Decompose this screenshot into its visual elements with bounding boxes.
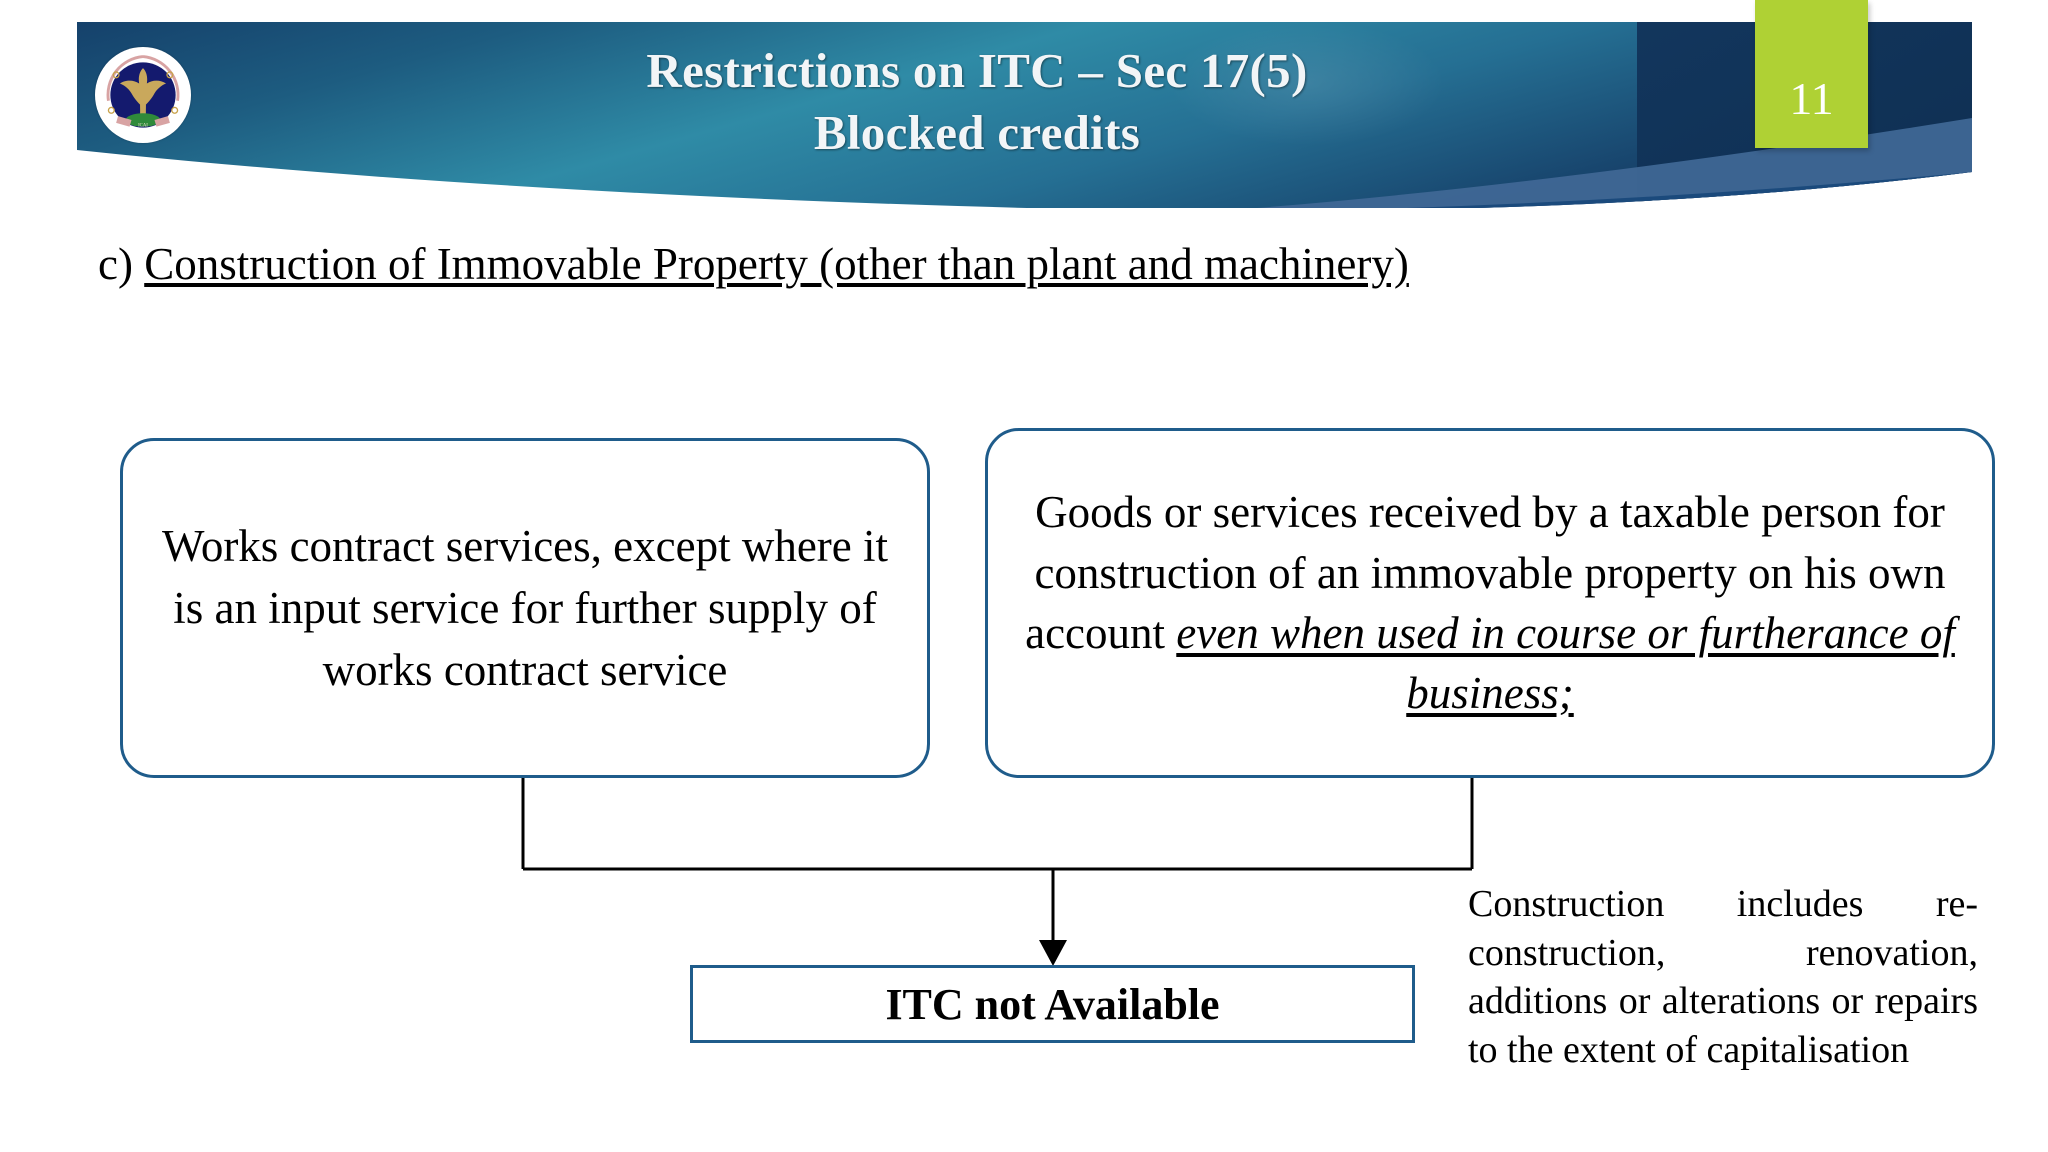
- slide-title: Restrictions on ITC – Sec 17(5) Blocked …: [327, 40, 1627, 164]
- slide-header-banner: ICAI Restrictions on ITC – Sec 17(5) Blo…: [77, 22, 1972, 208]
- own-account-emphasis-text: even when used in course or furtherance …: [1176, 608, 1955, 719]
- slide-number-label: 11: [1789, 73, 1834, 124]
- construction-definition-note: Construction includes re-construction, r…: [1468, 880, 1978, 1075]
- result-box-itc-not-available: ITC not Available: [690, 965, 1415, 1043]
- slide-title-line-1: Restrictions on ITC – Sec 17(5): [646, 43, 1308, 98]
- condition-box-own-account: Goods or services received by a taxable …: [985, 428, 1995, 778]
- construction-definition-note-text: Construction includes re-construction, r…: [1468, 883, 1978, 1071]
- connector-arrow-head: [1039, 940, 1067, 966]
- icai-emblem-icon: ICAI: [95, 47, 191, 143]
- own-account-normal-text: Goods or services received by a taxable …: [1025, 487, 1946, 658]
- condition-box-works-contract-text: Works contract services, except where it…: [161, 520, 889, 696]
- section-heading-marker: c): [98, 239, 145, 289]
- slide-title-line-2: Blocked credits: [813, 105, 1141, 161]
- section-heading: c) Construction of Immovable Property (o…: [98, 238, 1409, 290]
- slide-number-tab: 11: [1755, 0, 1868, 148]
- condition-box-works-contract: Works contract services, except where it…: [120, 438, 930, 778]
- result-box-label: ITC not Available: [885, 979, 1220, 1029]
- condition-box-own-account-text: Goods or services received by a taxable …: [1012, 482, 1968, 723]
- icai-emblem-logo: ICAI: [95, 47, 191, 143]
- svg-text:ICAI: ICAI: [138, 124, 148, 129]
- section-heading-text: Construction of Immovable Property (othe…: [144, 239, 1409, 289]
